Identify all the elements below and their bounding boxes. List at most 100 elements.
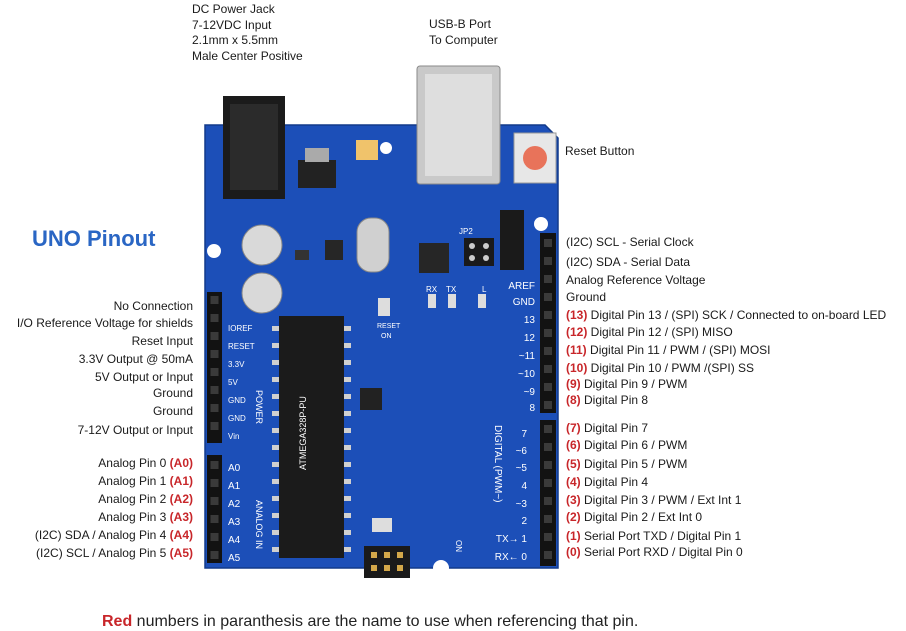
pin-code: (6) — [566, 438, 581, 452]
analog-pin-hole — [210, 461, 219, 469]
right-pin-label: (4) Digital Pin 4 — [566, 475, 648, 490]
left-pin-label: 3.3V Output @ 50mA — [79, 352, 193, 367]
pin-description: Analog Pin 3 — [98, 510, 170, 524]
analog-pin-hole — [210, 551, 219, 559]
pin-description: Ground — [152, 386, 193, 400]
power-pin-silk: GND — [228, 414, 246, 423]
pin-code: (9) — [566, 377, 581, 391]
digital-pin-silk: 7 — [521, 429, 527, 440]
right-pin-label: (3) Digital Pin 3 / PWM / Ext Int 1 — [566, 493, 741, 508]
analog-header — [207, 455, 222, 563]
digital-pin-silk: RX← 0 — [495, 552, 528, 563]
pin-description: Analog Reference Voltage — [566, 273, 706, 287]
power-pin-silk: IOREF — [228, 324, 253, 333]
digital-pin-silk: ~9 — [524, 387, 536, 398]
dc-jack-line-2: 7-12VDC Input — [192, 17, 272, 32]
analog-header-silk: ANALOG IN — [254, 500, 264, 549]
digital-pin-silk: 8 — [529, 403, 535, 414]
right-pin-label: (1) Serial Port TXD / Digital Pin 1 — [566, 529, 741, 544]
chip-marking: ATMEGA328P-PU — [298, 396, 308, 470]
power-pin-silk: 5V — [228, 378, 238, 387]
icsp-header — [364, 546, 410, 578]
pin-description: No Connection — [113, 299, 193, 313]
pinout-title: UNO Pinout — [32, 226, 156, 251]
pin-description: (I2C) SCL / Analog Pin 5 — [36, 546, 170, 560]
tx-silk: TX — [446, 285, 457, 294]
digital-pin-silk: ~6 — [516, 446, 528, 457]
dc-jack-line-1: DC Power Jack — [192, 2, 275, 16]
pin-description: Serial Port TXD / Digital Pin 1 — [580, 529, 742, 543]
analog-pin-silk: A4 — [228, 535, 241, 546]
pin-description: Analog Pin 0 — [98, 456, 170, 470]
digital-pin-hole — [544, 533, 552, 541]
digital-header-low — [540, 420, 556, 566]
digital-pin-hole — [544, 443, 552, 451]
pin-description: Digital Pin 12 / (SPI) MISO — [587, 325, 733, 339]
left-pin-label: Analog Pin 1 (A1) — [98, 474, 193, 489]
pin-code: (10) — [566, 361, 588, 375]
pin-description: Reset Input — [131, 334, 193, 348]
digital-pin-hole — [544, 329, 552, 337]
digital-pin-hole — [544, 425, 552, 433]
pin-code: (2) — [566, 510, 581, 524]
pin-code: (13) — [566, 308, 588, 322]
digital-pin-hole — [544, 239, 552, 247]
digital-pin-hole — [544, 293, 552, 301]
analog-pin-silk: A0 — [228, 463, 241, 474]
left-pin-label: I/O Reference Voltage for shields — [17, 316, 193, 331]
mount-hole — [433, 560, 449, 576]
pin-description: Ground — [566, 290, 607, 304]
dc-jack-line-4: Male Center Positive — [192, 48, 303, 63]
left-pin-label: 7-12V Output or Input — [78, 423, 193, 438]
capacitor — [241, 272, 283, 314]
digital-pin-silk: ~5 — [516, 463, 528, 474]
analog-pin-hole — [210, 515, 219, 523]
mount-hole — [380, 142, 392, 154]
pin-code: (4) — [566, 475, 581, 489]
usb-line-1: USB-B Port — [429, 17, 492, 31]
pin-code: (7) — [566, 421, 581, 435]
digital-pin-hole — [544, 365, 552, 373]
pin-code: (A2) — [169, 492, 193, 506]
power-pin-hole — [210, 368, 219, 376]
digital-pin-hole — [544, 401, 552, 409]
pin-description: (I2C) SCL - Serial Clock — [566, 235, 694, 249]
pin-code: (A4) — [169, 528, 193, 542]
power-header-silk: POWER — [254, 390, 264, 425]
pin-description: Ground — [152, 404, 193, 418]
right-pin-label: (12) Digital Pin 12 / (SPI) MISO — [566, 325, 733, 340]
digital-pin-silk: 12 — [524, 333, 536, 344]
analog-pin-hole — [210, 497, 219, 505]
right-pin-label: Ground — [566, 290, 606, 305]
right-pin-label: (13) Digital Pin 13 / (SPI) SCK / Connec… — [566, 308, 886, 323]
power-pin-hole — [210, 332, 219, 340]
usb-chip — [419, 243, 449, 273]
digital-pin-hole — [544, 347, 552, 355]
digital-pin-silk: ~10 — [518, 369, 535, 380]
capacitor — [241, 224, 283, 266]
left-pin-label: (I2C) SDA / Analog Pin 4 (A4) — [35, 528, 193, 543]
l-silk: L — [482, 285, 487, 294]
digital-pin-hole — [544, 461, 552, 469]
pin-description: 5V Output or Input — [94, 370, 193, 384]
pin-description: (I2C) SDA / Analog Pin 4 — [34, 528, 170, 542]
digital-header-silk: DIGITAL (PWM~) — [492, 425, 503, 503]
pin-code: (3) — [566, 493, 581, 507]
digital-pin-hole — [544, 275, 552, 283]
reset-silk: RESET — [377, 323, 401, 330]
dc-jack-line-3: 2.1mm x 5.5mm — [192, 33, 279, 47]
digital-pin-hole — [544, 497, 552, 505]
pin-description: Digital Pin 8 — [580, 393, 649, 407]
analog-pin-silk: A3 — [228, 517, 241, 528]
digital-pin-silk: 4 — [521, 481, 527, 492]
pin-code: (11) — [566, 343, 587, 357]
mount-hole — [207, 244, 221, 258]
pin-description: Digital Pin 6 / PWM — [580, 438, 688, 452]
pin-code: (12) — [566, 325, 588, 339]
digital-pin-hole — [544, 515, 552, 523]
icsp-header-small — [500, 210, 524, 270]
right-pin-label: (10) Digital Pin 10 / PWM /(SPI) SS — [566, 361, 754, 376]
pin-description: Digital Pin 9 / PWM — [580, 377, 688, 391]
left-pin-label: Analog Pin 0 (A0) — [98, 456, 193, 471]
